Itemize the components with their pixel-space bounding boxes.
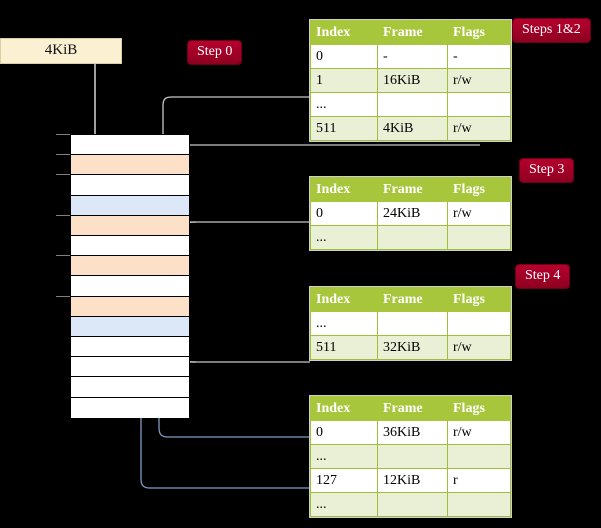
memory-row (71, 397, 189, 418)
table-cell-flags: r/w (447, 420, 511, 445)
step-chip-steps12: Steps 1&2 (513, 19, 590, 42)
column-header-flags: Flags (447, 20, 511, 45)
table-cell-flags (447, 92, 511, 117)
table-cell-frame (377, 311, 448, 336)
frame-4kib-label: 4KiB (44, 42, 78, 58)
table-row[interactable]: ... (310, 311, 511, 336)
table-cell-flags: r/w (447, 116, 511, 141)
memory-row (71, 236, 189, 257)
memory-row (71, 316, 189, 337)
column-header-index: Index (310, 396, 378, 421)
column-header-frame: Frame (377, 20, 448, 45)
memory-row (71, 337, 189, 358)
table-cell-flags (447, 225, 511, 250)
table-row[interactable]: 0-- (310, 44, 511, 69)
column-header-frame: Frame (377, 177, 448, 202)
table-cell-frame: 32KiB (377, 335, 448, 360)
memory-row (71, 276, 189, 297)
column-header-flags: Flags (447, 396, 511, 421)
table-cell-index: ... (310, 311, 378, 336)
table-row[interactable]: ... (310, 492, 511, 517)
table-cell-flags: r (447, 468, 511, 493)
step-chip-step0: Step 0 (188, 41, 242, 64)
memory-tick (56, 134, 70, 135)
table-cell-index: 0 (310, 420, 378, 445)
table-cell-flags (447, 444, 511, 469)
column-header-index: Index (310, 177, 378, 202)
table-cell-index: ... (310, 92, 378, 117)
memory-row (71, 256, 189, 277)
memory-row (71, 215, 189, 236)
table-cell-index: ... (310, 444, 378, 469)
memory-row (71, 296, 189, 317)
memory-tick (56, 295, 70, 297)
table-cell-frame: - (377, 44, 448, 69)
wire-step4 (173, 310, 310, 363)
table-cell-index: 127 (310, 468, 378, 493)
memory-tick (56, 255, 70, 257)
table-cell-frame: 4KiB (377, 116, 448, 141)
column-header-index: Index (310, 287, 378, 312)
memory-tick (56, 154, 70, 156)
table-cell-index: 0 (310, 201, 378, 226)
table-cell-frame: 12KiB (377, 468, 448, 493)
table-cell-flags (447, 492, 511, 517)
table-row[interactable]: ... (310, 92, 511, 117)
column-header-flags: Flags (447, 287, 511, 312)
memory-tick (56, 214, 70, 216)
table-cell-flags: r/w (447, 201, 511, 226)
table-cell-frame (377, 492, 448, 517)
column-header-index: Index (310, 20, 378, 45)
memory-row (71, 175, 189, 196)
table-cell-frame: 24KiB (377, 201, 448, 226)
memory-row (71, 135, 189, 156)
table-cell-index: 1 (310, 68, 378, 93)
memory-row (71, 357, 189, 378)
table-cell-index: 511 (310, 116, 378, 141)
table-cell-flags (447, 311, 511, 336)
table-cell-frame (377, 225, 448, 250)
memory-row (71, 377, 189, 398)
table-cell-index: ... (310, 492, 378, 517)
table-cell-frame: 36KiB (377, 420, 448, 445)
memory-row (71, 195, 189, 216)
step-chip-step3: Step 3 (520, 159, 574, 182)
table-cell-index: ... (310, 225, 378, 250)
frame-4kib-box: 4KiB (0, 38, 122, 64)
column-header-frame: Frame (377, 287, 448, 312)
table-row[interactable]: ... (310, 225, 511, 250)
table-cell-index: 0 (310, 44, 378, 69)
table-cell-frame (377, 444, 448, 469)
column-header-flags: Flags (447, 177, 511, 202)
table-cell-frame: 16KiB (377, 68, 448, 93)
table-cell-flags: - (447, 44, 511, 69)
table-cell-flags: r/w (447, 335, 511, 360)
memory-row (71, 155, 189, 176)
step-chip-step4: Step 4 (516, 265, 570, 288)
column-header-frame: Frame (377, 396, 448, 421)
table-cell-flags: r/w (447, 68, 511, 93)
physical-memory-block (70, 134, 190, 418)
table-row[interactable]: ... (310, 444, 511, 469)
table-cell-index: 511 (310, 335, 378, 360)
table-cell-frame (377, 92, 448, 117)
memory-tick (56, 174, 70, 176)
